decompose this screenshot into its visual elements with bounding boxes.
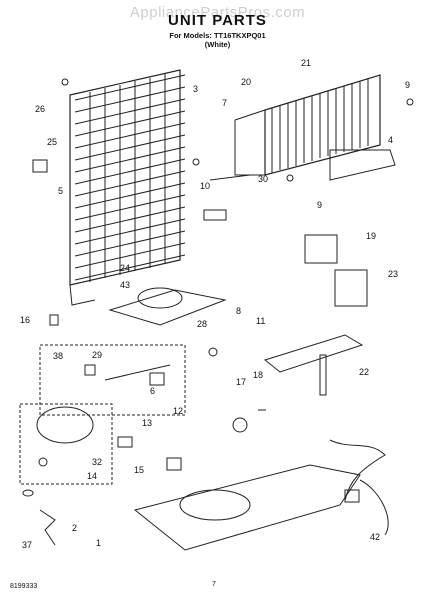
screw-26 [61,78,69,86]
callout-22: 22 [359,367,370,377]
capillary-tube [209,174,251,181]
model-info: For Models: TT16TKXPQ01 (White) [0,31,435,49]
capacitor [117,436,133,448]
callout-14: 14 [87,471,98,481]
callout-4: 4 [388,135,394,145]
clip-37 [22,489,34,497]
callout-6: 6 [150,386,156,396]
document-number: 8199333 [10,583,38,590]
callout-37: 37 [22,540,33,550]
callout-24: 24 [120,263,131,273]
callout-32: 32 [92,457,103,467]
fastener-8 [208,347,218,357]
page-title: UNIT PARTS [168,12,267,29]
callout-42: 42 [370,532,381,542]
evaporator-coil [234,74,381,176]
grommet [38,457,48,467]
callout-28: 28 [197,319,208,329]
grommet-17 [232,417,248,433]
callout-20: 20 [241,77,252,87]
mounting-plate-hole [179,489,251,521]
callout-43: 43 [120,280,131,290]
drain-pan-cup [137,287,183,309]
watermark: AppliancePartsPros.com [129,4,306,21]
callout-23: 23 [388,269,399,279]
screw-10 [192,158,200,166]
callout-10: 10 [200,181,211,191]
callout-25: 25 [47,137,58,147]
screw-9 [406,98,414,106]
overload-wire [104,364,171,381]
callout-8: 8 [236,306,242,316]
callout-38: 38 [53,351,64,361]
callout-29: 29 [92,350,103,360]
relay-cover [149,372,165,386]
callout-1: 1 [96,538,102,548]
condenser-coil [69,69,186,306]
callout-26: 26 [35,104,46,114]
compressor-box [19,403,113,485]
callout-12: 12 [173,406,184,416]
bracket [39,509,56,546]
callout-9: 9 [405,80,411,90]
callout-11: 11 [256,316,266,326]
wiring-harness [329,439,389,536]
relay-15 [166,457,182,471]
callout-3: 3 [193,84,199,94]
insulation-block-23 [334,269,368,307]
screw-9-b [286,174,294,182]
callout-2: 2 [72,523,78,533]
callout-21: 21 [301,58,312,68]
insulation-block-19 [304,234,338,264]
callout-30: 30 [258,174,269,184]
callout-15: 15 [134,465,145,475]
color-line: (White) [204,40,231,49]
mounting-plate [133,464,361,551]
relay [84,364,96,376]
heater-loop [329,149,396,181]
clip-16 [49,314,59,326]
callout-7: 7 [222,98,228,108]
wire-connector [203,209,227,221]
support-rod [319,354,327,396]
compressor [36,406,94,444]
bracket-25 [32,159,48,173]
models-line: For Models: TT16TKXPQ01 [169,31,266,40]
callout-9-b: 9 [317,200,323,210]
harness-plug [344,489,360,503]
callout-17: 17 [236,377,247,387]
drain-pan [108,289,227,326]
page-number: 7 [212,581,216,588]
drain-tube [263,334,364,373]
callout-16: 16 [20,315,31,325]
callout-18: 18 [253,370,264,380]
callout-5: 5 [58,186,64,196]
callout-19: 19 [366,231,377,241]
callout-13: 13 [142,418,153,428]
